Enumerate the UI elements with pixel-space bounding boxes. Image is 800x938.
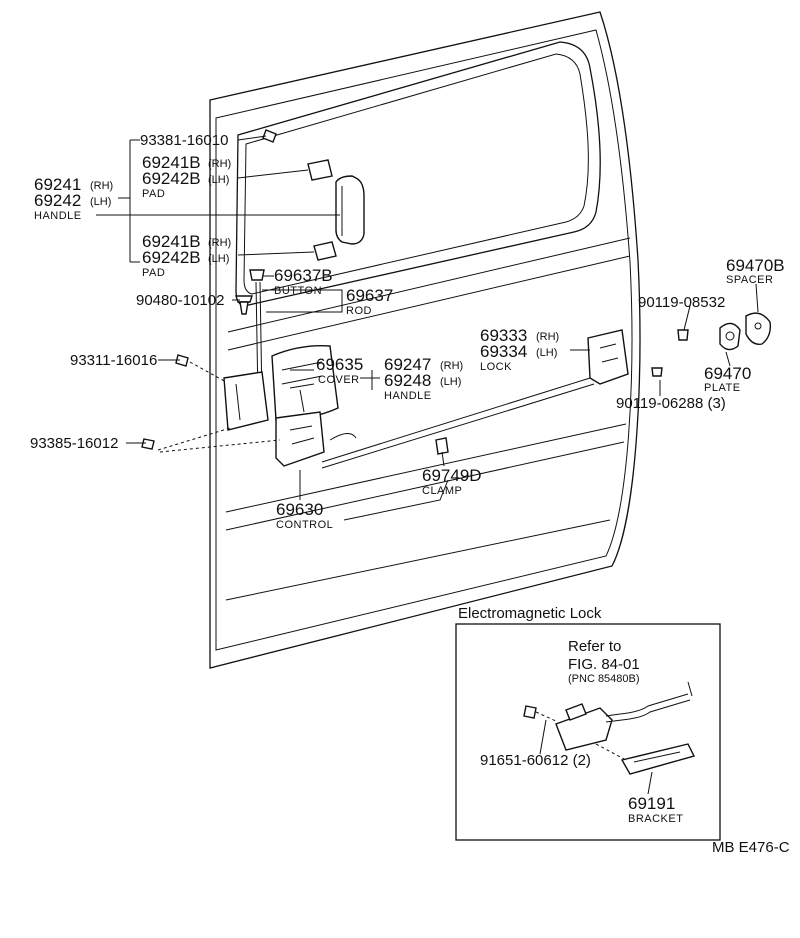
label-91651: 91651-60612 (2) xyxy=(480,752,591,769)
label-90480: 90480-10102 xyxy=(136,292,224,309)
inset-refer-line2: FIG. 84-01 xyxy=(568,656,640,673)
label-69242: 69242 xyxy=(34,191,81,210)
label-69242B-bot-name: PAD xyxy=(142,267,165,279)
label-69333-side: (RH) xyxy=(536,331,559,343)
door-panel xyxy=(209,11,641,669)
label-69242B-top-side: (LH) xyxy=(208,174,229,186)
label-69247-side: (RH) xyxy=(440,360,463,372)
label-69248-side: (LH) xyxy=(440,376,461,388)
label-69241B-bot-side: (RH) xyxy=(208,237,231,249)
label-69637B-name: BUTTON xyxy=(274,285,322,297)
label-69334-name: LOCK xyxy=(480,361,512,373)
part-shapes xyxy=(141,129,772,469)
electromagnetic-lock-inset: Electromagnetic Lock Refer to FIG. 84-01… xyxy=(455,605,721,841)
inset-refer-line3: (PNC 85480B) xyxy=(568,673,640,685)
label-69334: 69334 xyxy=(480,342,527,361)
label-93311: 93311-16016 xyxy=(70,352,157,369)
figure-code: MB E476-C xyxy=(712,839,790,856)
label-69241-side: (RH) xyxy=(90,180,113,192)
label-69334-side: (LH) xyxy=(536,347,557,359)
label-69241: 69241 xyxy=(34,175,81,194)
label-69241B-top: 69241B xyxy=(142,153,201,172)
inset-refer-line1: Refer to xyxy=(568,638,621,655)
label-69242B-bot-side: (LH) xyxy=(208,253,229,265)
label-69242-name: HANDLE xyxy=(34,210,82,222)
label-69637B: 69637B xyxy=(274,266,333,285)
label-69470: 69470 xyxy=(704,364,751,383)
label-69333: 69333 xyxy=(480,326,527,345)
label-69470B: 69470B xyxy=(726,256,785,275)
inset-frame xyxy=(455,623,721,841)
label-69749D: 69749D xyxy=(422,466,482,485)
label-69637-name: ROD xyxy=(346,305,372,317)
label-69630-name: CONTROL xyxy=(276,519,333,531)
label-69191: 69191 xyxy=(628,794,675,813)
label-69241B-bot: 69241B xyxy=(142,232,201,251)
label-69637: 69637 xyxy=(346,286,393,305)
label-69247: 69247 xyxy=(384,355,431,374)
label-69635: 69635 xyxy=(316,355,363,374)
label-69242B-top-name: PAD xyxy=(142,188,165,200)
leader-lines xyxy=(96,135,759,521)
label-69242B-bot: 69242B xyxy=(142,248,201,267)
label-69248-name: HANDLE xyxy=(384,390,432,402)
label-69242B-top: 69242B xyxy=(142,169,201,188)
label-90119-08532: 90119-08532 xyxy=(638,294,725,311)
label-69191-name: BRACKET xyxy=(628,813,683,825)
label-69242-side: (LH) xyxy=(90,196,111,208)
label-69635-name: COVER xyxy=(318,374,360,386)
label-69630: 69630 xyxy=(276,500,323,519)
inset-title: Electromagnetic Lock xyxy=(458,605,602,622)
label-69470-name: PLATE xyxy=(704,382,741,394)
label-69470B-name: SPACER xyxy=(726,274,773,286)
label-93381: 93381-16010 xyxy=(140,132,228,149)
part-labels: 93381-16010 69241 (RH) 69242 (LH) HANDLE… xyxy=(30,132,785,531)
label-69241B-top-side: (RH) xyxy=(208,158,231,170)
label-90119-06288: 90119-06288 (3) xyxy=(616,395,726,412)
label-69248: 69248 xyxy=(384,371,431,390)
label-69749D-name: CLAMP xyxy=(422,485,462,497)
label-93385: 93385-16012 xyxy=(30,435,118,452)
